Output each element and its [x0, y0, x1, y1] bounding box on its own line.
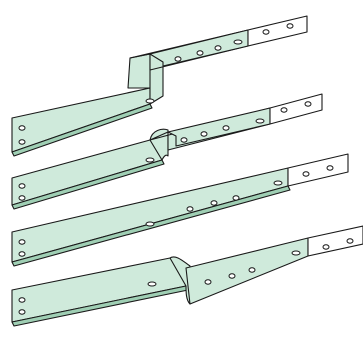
bar-3-hole: [18, 251, 26, 257]
bar-4-hole: [228, 273, 236, 279]
bar-1-lower-section: [11, 87, 151, 153]
bar-4-hole: [291, 250, 301, 256]
bar-3-hole: [302, 171, 310, 177]
bar-2-hole: [18, 195, 26, 201]
bar-3-hole: [18, 239, 26, 245]
bar-3-hole: [210, 200, 218, 206]
bar-3-hole: [186, 206, 194, 212]
bus-bar-3: [11, 153, 349, 267]
bar-4-upper-section: [185, 237, 309, 305]
bar-3-hole: [273, 180, 283, 186]
bar-1-hole: [196, 50, 204, 56]
bar-1-hole: [233, 39, 243, 45]
bar-3-end-tab: [287, 153, 349, 187]
bar-2-hole: [180, 137, 188, 143]
bar-4-hole: [248, 267, 256, 273]
bar-2-hole: [222, 125, 230, 131]
bar-2-hole: [304, 101, 312, 107]
bar-4-hole: [346, 238, 354, 244]
bar-2-hole: [145, 157, 155, 163]
bar-2-hole: [200, 131, 208, 137]
bar-2-hole: [255, 118, 265, 124]
bar-1-hole: [286, 23, 294, 29]
bar-1-hole: [214, 45, 222, 51]
bar-1-upper-face: [149, 29, 249, 67]
bar-1-hole: [145, 98, 155, 104]
bar-1-hole: [18, 125, 26, 131]
bar-3-hole: [232, 195, 240, 201]
bar-4-hole: [147, 281, 157, 287]
bar-1-hole: [18, 139, 26, 145]
bar-1-end-tab: [247, 15, 308, 47]
bar-4-hole: [18, 309, 26, 315]
bar-2-hole: [280, 107, 288, 113]
bar-1-hole: [174, 56, 182, 62]
bar-2-end-tab: [269, 93, 323, 125]
bar-2-bend: [149, 128, 169, 161]
bar-3-hole: [145, 221, 155, 227]
bar-1-lower-edge: [11, 103, 153, 157]
bar-3-hole: [326, 165, 334, 171]
bar-1-hole: [262, 29, 270, 35]
bus-bar-2: [11, 93, 323, 210]
bar-4-end-tab: [307, 225, 363, 257]
bar-4-hole: [322, 244, 330, 250]
bar-2-hole: [18, 183, 26, 189]
bar-2-upper-face: [167, 107, 271, 147]
bus-bar-1: [11, 15, 308, 157]
bar-4-lower-section: [11, 257, 187, 323]
bar-2-lower-edge: [11, 159, 165, 210]
bus-bar-4: [11, 225, 363, 327]
bar-4-hole: [204, 279, 212, 285]
bar-4-hole: [18, 297, 26, 303]
